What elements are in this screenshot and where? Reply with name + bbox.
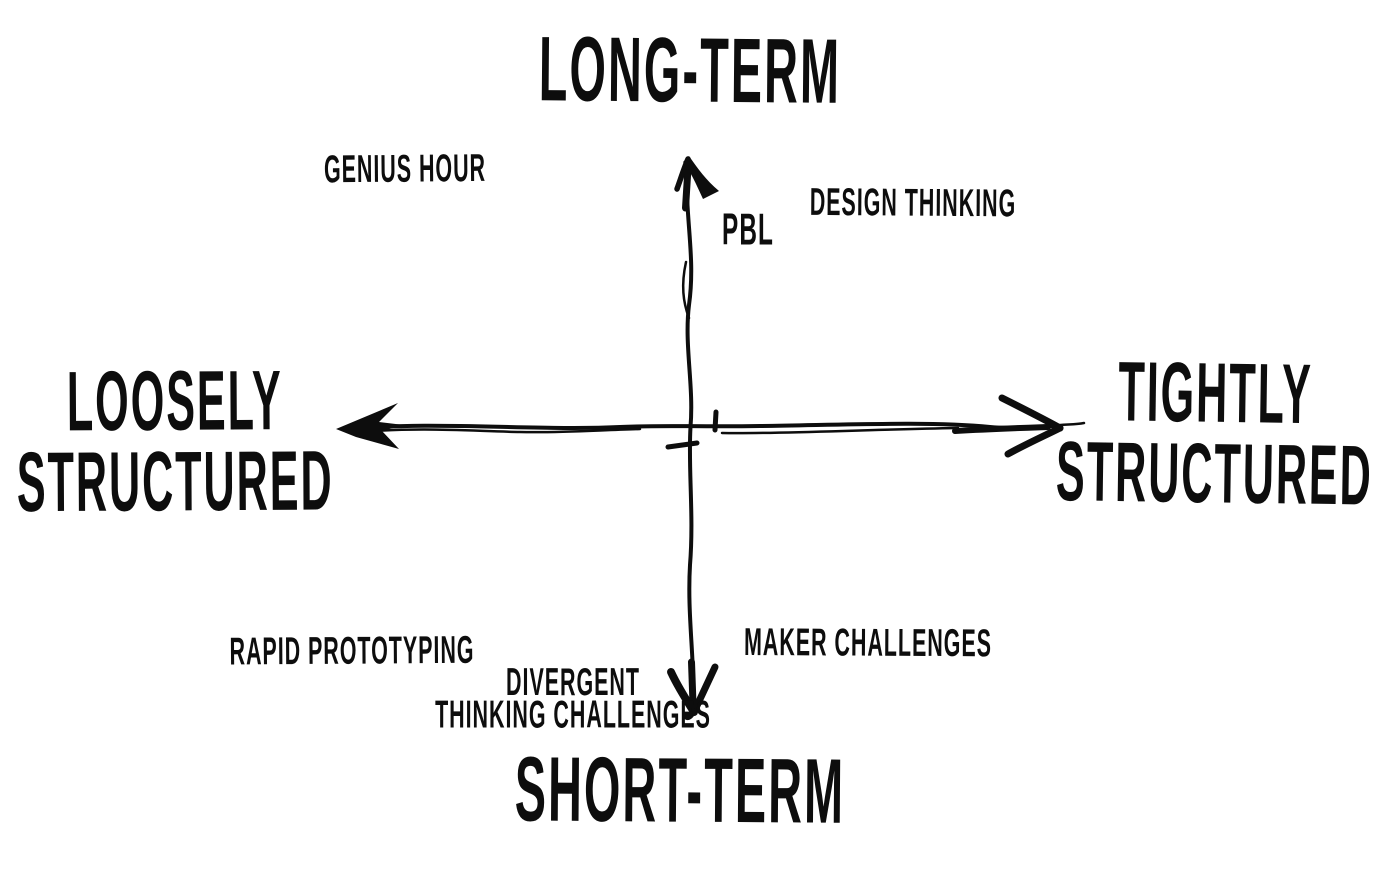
- left-arrowhead: [336, 403, 404, 449]
- axis-label-short-term: SHORT-TERM: [514, 738, 846, 844]
- axis-label-loosely-line2: STRUCTURED: [16, 432, 334, 530]
- axis-label-loosely-line1: LOOSELY: [66, 352, 283, 449]
- item-divergent-line2: THINKING CHALLENGES: [435, 693, 711, 737]
- item-divergent-thinking-challenges: DIVERGENT THINKING CHALLENGES: [435, 660, 711, 737]
- right-arrowhead-shaft-overdraw: [952, 424, 1051, 434]
- item-divergent-line1: DIVERGENT: [506, 660, 640, 704]
- axis-label-long-term: LONG-TERM: [538, 18, 842, 124]
- axis-label-loosely-structured: LOOSELY STRUCTURED: [16, 352, 334, 530]
- axis-tick-right-of-origin: [712, 409, 719, 433]
- axis-label-tightly-line2: STRUCTURED: [1055, 423, 1374, 523]
- horizontal-axis-overdraw-left: [360, 427, 642, 434]
- item-design-thinking: DESIGN THINKING: [809, 180, 1017, 225]
- right-arrowhead-upper-barb: [998, 394, 1064, 432]
- up-arrowhead-barb: [674, 156, 691, 192]
- item-pbl: PBL: [721, 204, 775, 255]
- up-arrowhead-swoosh: [683, 156, 719, 199]
- down-arrowhead-tip-curl: [683, 708, 697, 721]
- vertical-axis-overdraw: [681, 260, 691, 320]
- down-arrowhead-right-barb: [690, 663, 719, 716]
- item-maker-challenges: MAKER CHALLENGES: [743, 620, 993, 665]
- vertical-axis-line: [684, 161, 696, 708]
- vertical-axis-thick-bottom: [688, 658, 697, 708]
- axis-tick-below-origin: [665, 440, 700, 450]
- axis-label-tightly-structured: TIGHTLY STRUCTURED: [1055, 344, 1375, 523]
- item-genius-hour: GENIUS HOUR: [323, 146, 487, 191]
- horizontal-axis-overdraw-right: [720, 426, 960, 435]
- right-arrowhead-lower-barb: [1004, 424, 1064, 458]
- vertical-axis-thick-top: [682, 164, 692, 212]
